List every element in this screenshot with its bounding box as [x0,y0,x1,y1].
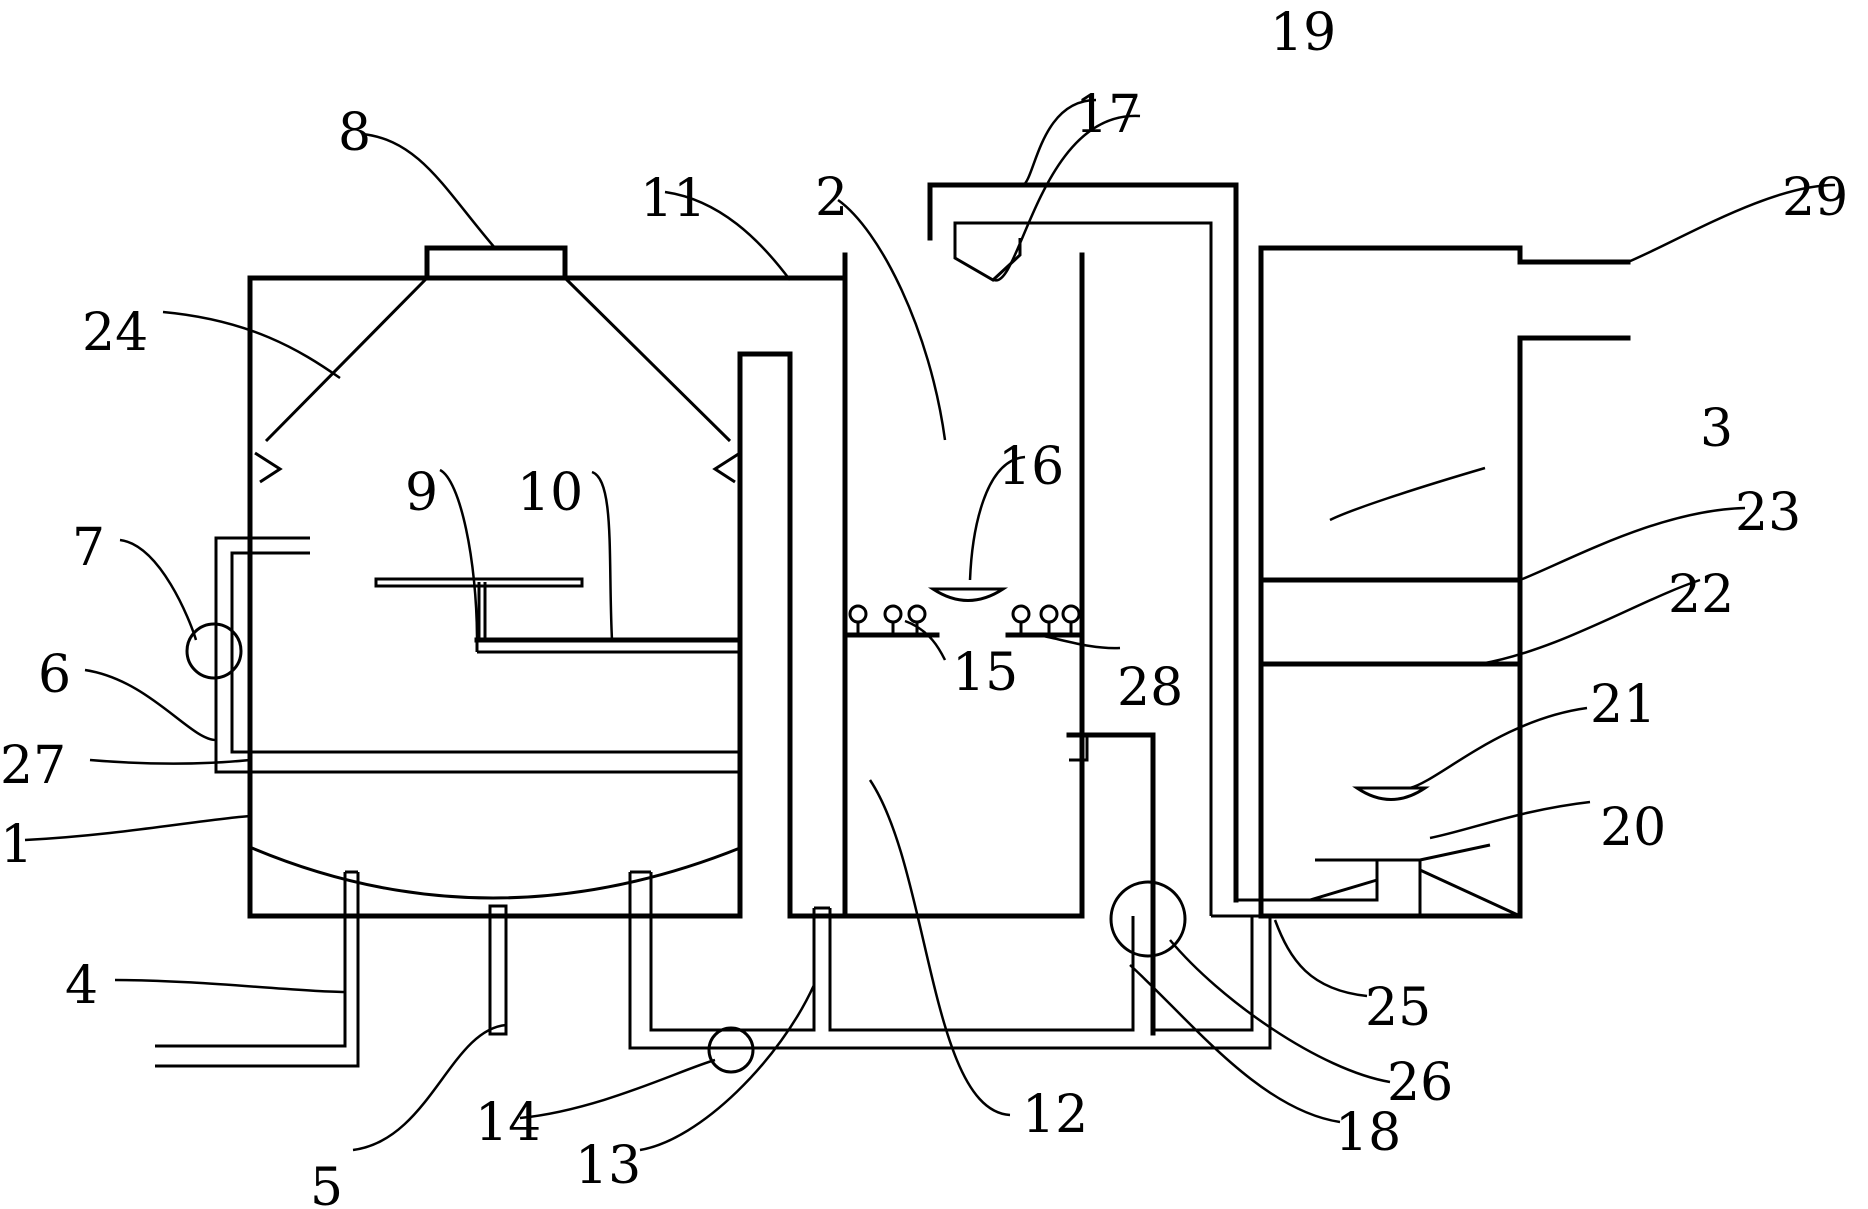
middle-tank [787,238,1156,1036]
label-23: 23 [1735,483,1801,543]
bottom-piping [628,870,1272,1074]
stirrer [374,577,743,654]
label-27: 27 [0,736,66,796]
label-18: 18 [1335,1103,1401,1163]
label-28: 28 [1117,658,1183,718]
label-19: 19 [1270,3,1336,63]
label-3: 3 [1700,399,1733,459]
label-24: 24 [82,303,148,363]
label-1: 1 [0,815,33,875]
label-16: 16 [998,437,1064,497]
label-8: 8 [338,103,371,163]
recirculation-pipe [185,536,740,774]
gas-hood [254,245,741,484]
label-26: 26 [1387,1053,1453,1113]
label-15: 15 [952,643,1018,703]
overflow-pipe [927,182,1239,916]
label-20: 20 [1600,798,1666,858]
label-13: 13 [575,1136,641,1196]
label-2: 2 [815,168,848,228]
pump-18-circle [1109,880,1187,958]
label-11: 11 [640,169,706,229]
number-labels: 8 11 2 17 19 29 24 9 10 16 3 23 22 21 20… [0,3,1848,1209]
pump-7-circle [185,622,243,680]
label-21: 21 [1590,675,1656,735]
leader-lines [24,98,1836,1152]
pump-14-circle [707,1026,755,1074]
label-9: 9 [405,463,438,523]
label-10: 10 [517,463,583,523]
label-17: 17 [1075,85,1141,145]
label-14: 14 [475,1093,541,1153]
outlet-pipe-4 [155,870,360,1068]
aerator-heads [848,604,1081,635]
label-6: 6 [38,645,71,705]
drain-pipe-5 [488,904,508,1036]
label-4: 4 [65,956,98,1016]
label-5: 5 [310,1158,343,1209]
label-12: 12 [1022,1085,1088,1145]
right-tank [1211,245,1631,919]
label-22: 22 [1668,565,1734,625]
left-tank [247,275,848,919]
central-column [737,351,793,919]
label-7: 7 [72,518,105,578]
label-25: 25 [1365,978,1431,1038]
label-29: 29 [1782,168,1848,228]
